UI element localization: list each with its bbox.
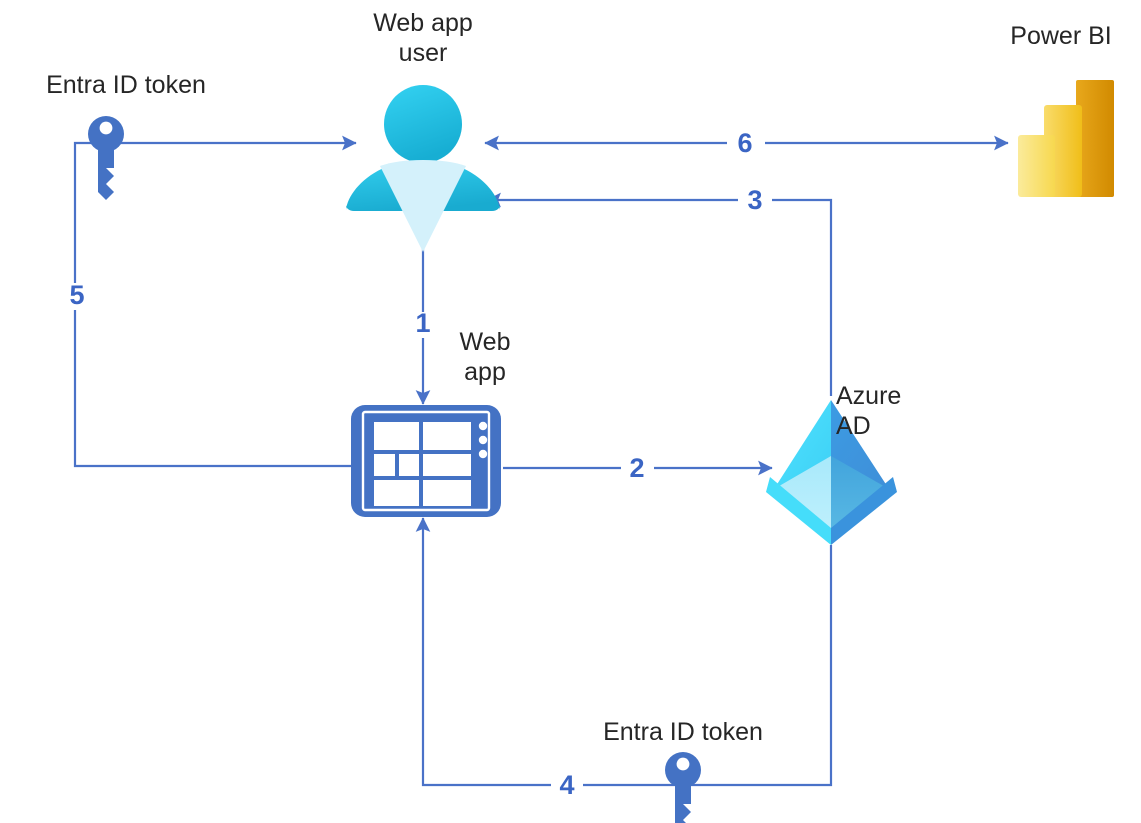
- step-number-4: 4: [559, 770, 575, 800]
- connector-step-4: [415, 517, 833, 787]
- label-web-app-user: Web app user: [373, 9, 473, 67]
- step-number-3: 3: [747, 185, 763, 215]
- label-azure-ad: Azure AD: [836, 382, 902, 440]
- person-icon: [346, 85, 500, 252]
- key-icon: [665, 752, 701, 823]
- step-number-2: 2: [629, 453, 645, 483]
- step-number-6: 6: [737, 128, 753, 158]
- step-number-5: 5: [69, 280, 85, 310]
- key-icon: [88, 116, 124, 200]
- step-number-1: 1: [415, 308, 431, 338]
- label-web-app: Web app: [459, 328, 511, 386]
- connector-step-5: [73, 135, 357, 468]
- web-app-tablet-icon: [351, 405, 501, 517]
- connector-step-3: [486, 192, 833, 396]
- label-entra-id-token-left: Entra ID token: [46, 71, 206, 99]
- azure-ad-diamond-icon: [766, 400, 897, 545]
- label-entra-id-token-bottom: Entra ID token: [603, 718, 763, 746]
- label-power-bi: Power BI: [1010, 22, 1112, 50]
- power-bi-icon: [1018, 80, 1114, 197]
